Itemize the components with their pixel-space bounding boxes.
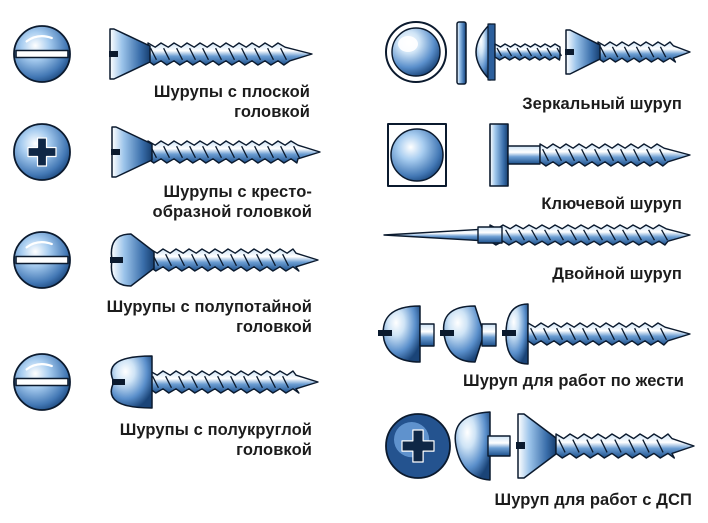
label-flat-head-line1: Шурупы с плоской xyxy=(153,83,310,101)
label-flat-head: Шурупы с плоской головкой xyxy=(110,82,310,122)
slotted-head-icon xyxy=(13,25,71,83)
label-semicountersunk-head: Шурупы с полупотайной головкой xyxy=(56,297,312,337)
oval-head-screw-icon xyxy=(110,233,319,287)
label-sheet-metal-screw: Шуруп для работ по жести xyxy=(463,372,684,390)
sheet-metal-screw xyxy=(378,303,691,365)
pan-head-screw-icon xyxy=(378,303,691,365)
double-screw-icon xyxy=(383,224,691,246)
flat-head-screw xyxy=(13,25,313,83)
label-cross-head-line1: Шурупы с кресто- xyxy=(163,183,312,201)
label-key-screw: Ключевой шуруп xyxy=(541,195,682,213)
double-screw xyxy=(383,224,691,246)
countersunk-screw-icon xyxy=(565,29,691,75)
lag-screw-icon xyxy=(489,123,691,187)
mirror-cap-icon xyxy=(385,21,563,85)
slotted-head-icon xyxy=(13,353,71,411)
label-mirror-screw: Зеркальный шуруп xyxy=(522,95,682,113)
label-double-screw: Двойной шуруп xyxy=(552,265,682,283)
label-round-head-line2: головкой xyxy=(236,441,312,459)
label-round-head: Шурупы с полукруглой головкой xyxy=(70,420,312,460)
slotted-head-icon xyxy=(13,231,71,289)
cross-head-icon xyxy=(385,413,451,479)
mirror-screw xyxy=(385,21,691,85)
label-flat-head-line2: головкой xyxy=(234,103,310,121)
label-cross-head-line2: образной головкой xyxy=(152,203,312,221)
round-head-screw xyxy=(13,353,319,411)
double-screw-left-thread xyxy=(383,228,491,242)
round-head-screw-icon xyxy=(110,355,319,409)
cross-head-screw xyxy=(13,123,321,181)
label-semicountersunk-head-line1: Шурупы с полупотайной xyxy=(106,298,312,316)
chipboard-screw-icon xyxy=(454,411,695,481)
cross-head-icon xyxy=(13,123,71,181)
label-round-head-line1: Шурупы с полукруглой xyxy=(119,421,312,439)
key-screw xyxy=(387,123,691,187)
countersunk-screw-icon xyxy=(111,126,321,178)
chipboard-screw xyxy=(385,411,695,481)
label-semicountersunk-head-line2: головкой xyxy=(236,318,312,336)
countersunk-screw-icon xyxy=(109,28,313,80)
label-chipboard-screw: Шуруп для работ с ДСП xyxy=(494,491,692,509)
square-head-icon xyxy=(387,123,447,187)
label-cross-head: Шурупы с кресто- образной головкой xyxy=(96,182,312,222)
semicountersunk-screw xyxy=(13,231,319,289)
